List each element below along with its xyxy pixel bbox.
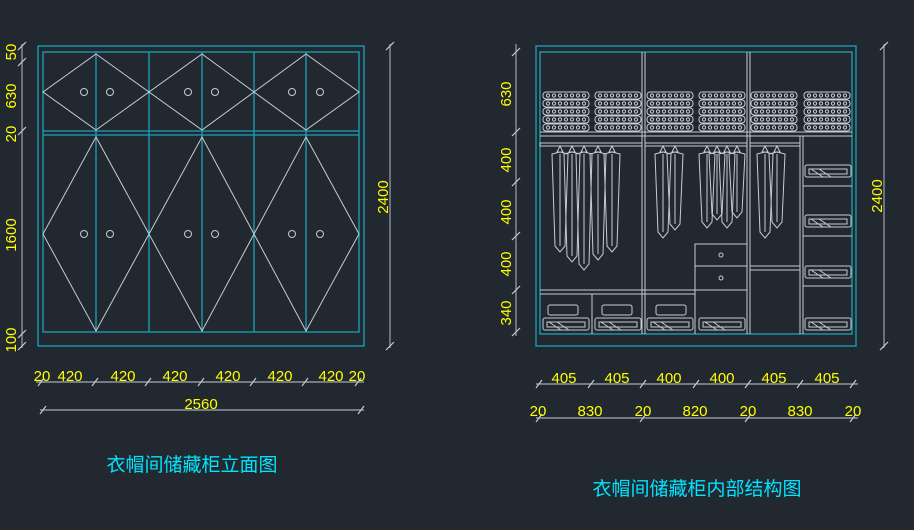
interior-width-dim-1: 405 (551, 370, 576, 387)
elevation-width-dim-5: 420 (215, 368, 240, 385)
elevation-width-dim-3: 420 (110, 368, 135, 385)
interior-side-shelves (803, 185, 852, 287)
interior-width-bottom-6: 830 (787, 403, 812, 420)
folded-towel-stack (542, 91, 590, 132)
hanging-shirt (654, 144, 672, 239)
interior-width-bottom-4: 820 (682, 403, 707, 420)
elevation-width-dim-2: 420 (57, 368, 82, 385)
interior-width-dim-2: 405 (604, 370, 629, 387)
interior-width-dim-5: 405 (761, 370, 786, 387)
elevation-height-dim-2: 630 (3, 83, 20, 108)
folded-towel-stack (750, 91, 798, 132)
folded-towel-stacks (542, 91, 851, 132)
folded-clothes-box (601, 304, 633, 316)
interior-width-bottom-2: 830 (577, 403, 602, 420)
elevation-door-frame (42, 51, 360, 333)
interior-partitions (540, 52, 852, 334)
interior-height-dimension-labels: 630 400 400 400 340 2400 (498, 81, 886, 325)
interior-horizontal-dimension-lines (535, 379, 858, 423)
hanging-shirt (728, 144, 746, 219)
elevation-lower-diamonds (42, 135, 360, 333)
elevation-total-height: 2400 (375, 180, 392, 213)
hanging-shirt (575, 144, 593, 271)
elevation-width-dim-6: 420 (267, 368, 292, 385)
hanging-shirt (563, 144, 581, 263)
folded-clothes-box (698, 317, 746, 331)
elevation-title: 衣帽间储藏柜立面图 (106, 454, 277, 476)
hanging-shirt (603, 144, 621, 253)
elevation-total-width: 2560 (184, 396, 217, 413)
folded-clothes-box (646, 317, 694, 331)
folded-towel-stack (803, 91, 851, 132)
folded-clothing-boxes (542, 164, 852, 331)
elevation-dimension-ticks (17, 41, 395, 351)
elevation-door-knobs (80, 88, 324, 238)
elevation-vertical-dimension-lines (21, 44, 391, 348)
elevation-width-dim-4: 420 (162, 368, 187, 385)
interior-height-dim-4: 400 (498, 251, 515, 276)
folded-towel-stack (594, 91, 642, 132)
folded-towel-stack (698, 91, 746, 132)
elevation-height-dim-3: 20 (3, 126, 20, 143)
elevation-door-seams (95, 52, 307, 332)
elevation-height-dimension-labels: 50 630 20 1600 100 2400 (3, 44, 392, 353)
folded-towel-stack (646, 91, 694, 132)
interior-total-height: 2400 (869, 179, 886, 212)
interior-drawing: 630 400 400 400 340 2400 405 405 400 400… (498, 41, 889, 500)
elevation-cabinet-outline (37, 45, 365, 347)
elevation-width-dim-7: 420 (318, 368, 343, 385)
hanging-shirt (718, 144, 736, 229)
elevation-height-dim-4: 1600 (3, 218, 20, 251)
folded-clothes-box (804, 317, 852, 331)
folded-clothes-box (804, 164, 852, 178)
interior-height-dim-2: 400 (498, 147, 515, 172)
interior-width-bottom-3: 20 (635, 403, 652, 420)
elevation-width-dim-1: 20 (34, 368, 51, 385)
interior-height-dim-3: 400 (498, 199, 515, 224)
folded-clothes-box (542, 317, 590, 331)
elevation-horizontal-dimension-lines (36, 377, 365, 415)
interior-width-bottom-5: 20 (740, 403, 757, 420)
interior-width-dim-6: 405 (814, 370, 839, 387)
hanging-shirt (708, 144, 726, 221)
hanging-garments (551, 144, 786, 271)
hanging-rods (539, 142, 801, 147)
interior-drawers (694, 243, 748, 291)
interior-width-dim-4: 400 (709, 370, 734, 387)
interior-width-bottom-7: 20 (845, 403, 862, 420)
hanging-shirt (666, 144, 684, 231)
interior-title: 衣帽间储藏柜内部结构图 (592, 478, 801, 500)
hanging-shirt (768, 144, 786, 229)
interior-bottom-width-dimension-labels: 20 830 20 820 20 830 20 (530, 403, 862, 420)
hanging-shirt (698, 144, 716, 229)
elevation-drawing: 50 630 20 1600 100 2400 20 420 420 420 4… (3, 41, 395, 476)
folded-clothes-box (594, 317, 642, 331)
interior-width-bottom-1: 20 (530, 403, 547, 420)
folded-clothes-box (804, 214, 852, 228)
interior-cabinet-outline (535, 45, 857, 347)
elevation-width-dimension-labels: 20 420 420 420 420 420 420 20 2560 (34, 368, 366, 413)
interior-vertical-dimension-lines (511, 41, 889, 351)
elevation-height-dim-1: 50 (3, 44, 20, 61)
interior-height-dim-1: 630 (498, 81, 515, 106)
interior-width-dim-3: 400 (656, 370, 681, 387)
elevation-upper-diamonds (42, 53, 360, 131)
elevation-height-dim-5: 100 (3, 327, 20, 352)
folded-clothes-box (547, 304, 579, 316)
folded-clothes-box (655, 304, 687, 316)
folded-clothes-box (804, 265, 852, 279)
elevation-width-dim-8: 20 (349, 368, 366, 385)
hanging-shirt (589, 144, 607, 261)
interior-inner-frame (539, 51, 853, 335)
hanging-shirt (756, 144, 774, 239)
interior-height-dim-5: 340 (498, 300, 515, 325)
hanging-shirt (551, 144, 569, 253)
interior-top-width-dimension-labels: 405 405 400 400 405 405 (551, 370, 839, 387)
